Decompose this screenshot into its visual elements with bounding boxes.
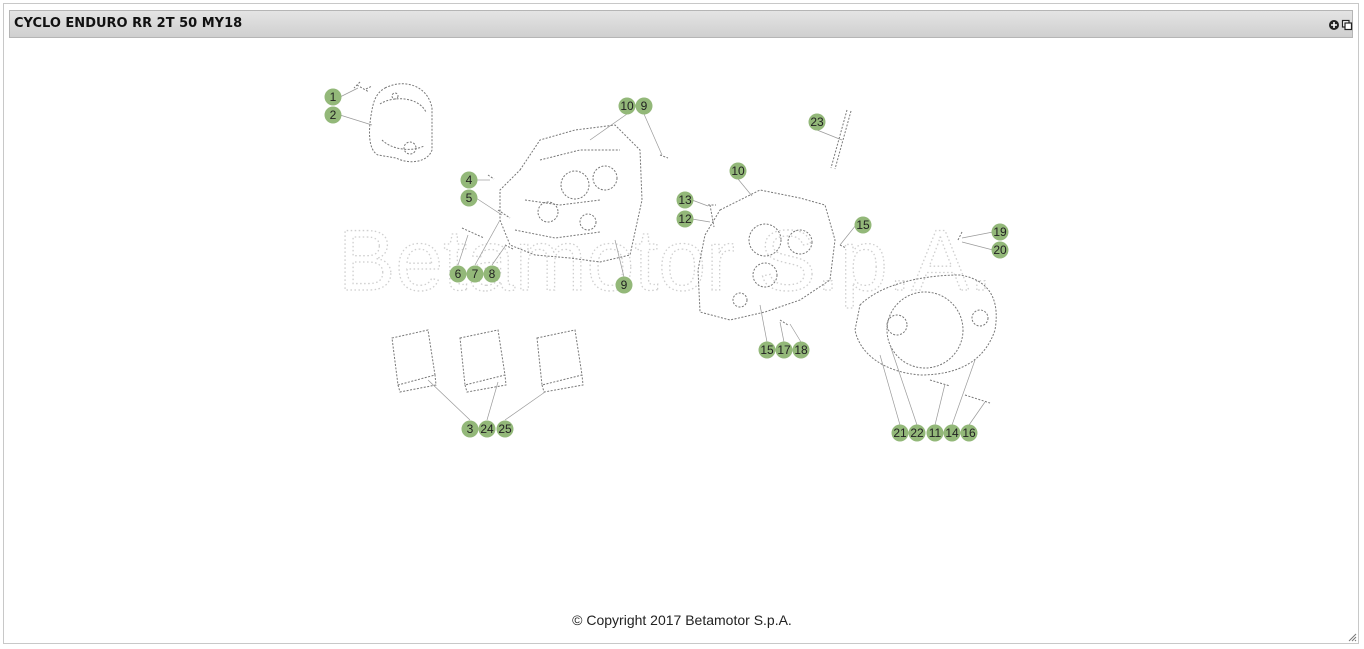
- svg-text:4: 4: [466, 173, 473, 187]
- callout[interactable]: 7: [466, 265, 484, 283]
- part-bolt: [353, 81, 373, 93]
- callout[interactable]: 13: [676, 191, 694, 209]
- svg-text:11: 11: [929, 426, 942, 440]
- callout[interactable]: 19: [991, 223, 1009, 241]
- svg-text:9: 9: [641, 99, 648, 113]
- svg-text:9: 9: [621, 278, 628, 292]
- svg-text:2: 2: [330, 108, 337, 122]
- svg-text:15: 15: [760, 343, 774, 357]
- watermark: Betamotor S.p.A.: [338, 213, 993, 309]
- callout[interactable]: 8: [483, 265, 501, 283]
- callout[interactable]: 23: [808, 113, 826, 131]
- svg-text:22: 22: [910, 426, 924, 440]
- callout[interactable]: 10: [618, 97, 636, 115]
- part-crankcase-left: [461, 124, 669, 263]
- leader-lines: [339, 87, 994, 426]
- svg-text:17: 17: [777, 343, 791, 357]
- callout[interactable]: 17: [775, 341, 793, 359]
- callout[interactable]: 3: [461, 420, 479, 438]
- callout[interactable]: 9: [615, 276, 633, 294]
- callout[interactable]: 20: [991, 241, 1009, 259]
- resize-grip-icon[interactable]: [1347, 632, 1357, 642]
- svg-text:1: 1: [330, 90, 337, 104]
- svg-text:14: 14: [945, 426, 959, 440]
- svg-text:20: 20: [993, 243, 1007, 257]
- part-reed-valves: [391, 329, 584, 393]
- callout[interactable]: 10: [729, 162, 747, 180]
- callout[interactable]: 15: [758, 341, 776, 359]
- svg-text:10: 10: [620, 99, 634, 113]
- svg-text:16: 16: [962, 426, 976, 440]
- copyright-text: © Copyright 2017 Betamotor S.p.A.: [572, 612, 792, 628]
- callout[interactable]: 12: [676, 210, 694, 228]
- svg-text:5: 5: [466, 191, 473, 205]
- callout[interactable]: 2: [324, 106, 342, 124]
- callout[interactable]: 4: [460, 171, 478, 189]
- callout[interactable]: 11: [926, 424, 944, 442]
- callout[interactable]: 9: [635, 97, 653, 115]
- svg-text:24: 24: [480, 422, 494, 436]
- callout[interactable]: 1: [324, 88, 342, 106]
- callout[interactable]: 15: [854, 216, 872, 234]
- callout[interactable]: 5: [460, 189, 478, 207]
- svg-text:25: 25: [498, 422, 512, 436]
- callout[interactable]: 6: [449, 265, 467, 283]
- title-bar: CYCLO ENDURO RR 2T 50 MY18: [9, 10, 1353, 38]
- svg-text:15: 15: [856, 218, 870, 232]
- svg-text:7: 7: [472, 267, 479, 281]
- svg-text:8: 8: [489, 267, 496, 281]
- svg-text:3: 3: [467, 422, 474, 436]
- svg-text:13: 13: [678, 193, 692, 207]
- part-stud: [830, 109, 852, 170]
- svg-text:6: 6: [455, 267, 462, 281]
- callout[interactable]: 18: [792, 341, 810, 359]
- callout[interactable]: 25: [496, 420, 514, 438]
- callout[interactable]: 21: [891, 424, 909, 442]
- svg-text:23: 23: [810, 115, 824, 129]
- svg-text:10: 10: [731, 164, 745, 178]
- part-ignition-cover: [369, 83, 433, 163]
- copy-icon[interactable]: [1341, 19, 1353, 31]
- callout[interactable]: 14: [943, 424, 961, 442]
- svg-text:18: 18: [794, 343, 808, 357]
- page-title: CYCLO ENDURO RR 2T 50 MY18: [14, 16, 243, 31]
- callout[interactable]: 16: [960, 424, 978, 442]
- part-crankcase-right: [697, 189, 836, 326]
- plus-circle-icon[interactable]: [1328, 19, 1340, 31]
- callout[interactable]: 24: [478, 420, 496, 438]
- svg-text:21: 21: [893, 426, 907, 440]
- svg-text:12: 12: [678, 212, 692, 226]
- part-clutch-cover: [839, 231, 997, 404]
- svg-text:19: 19: [993, 225, 1007, 239]
- viewer-panel: [3, 3, 1359, 644]
- callout[interactable]: 22: [908, 424, 926, 442]
